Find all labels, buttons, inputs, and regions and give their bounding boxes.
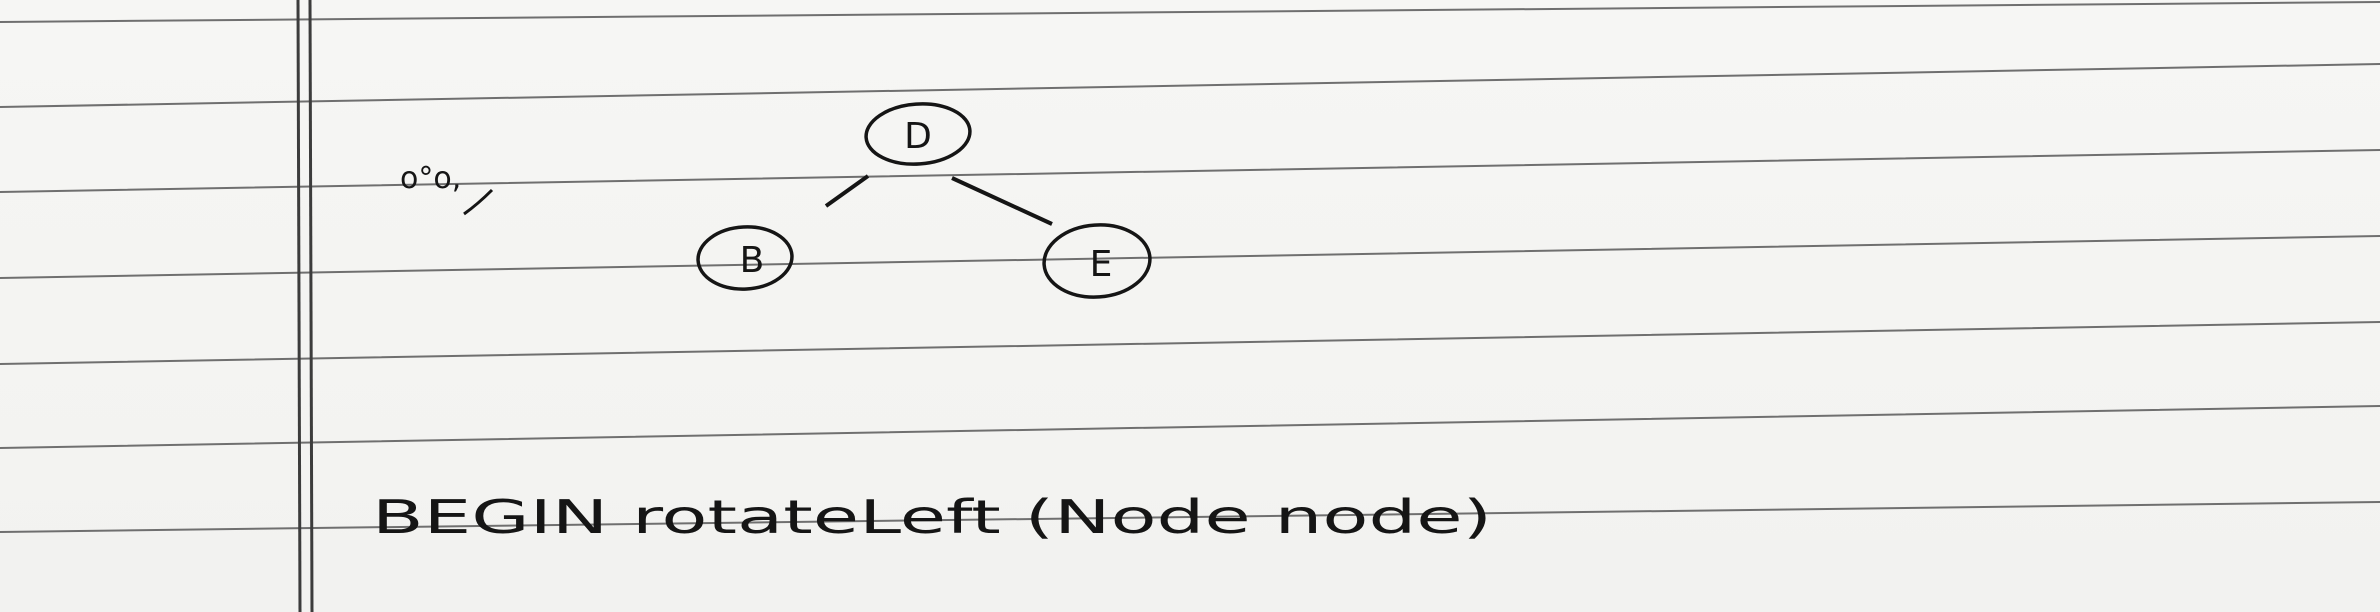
ruled-line (0, 501, 2380, 533)
ruled-line (0, 235, 2380, 279)
margin-note-stroke (463, 188, 494, 216)
tree-node-root: D (864, 102, 972, 166)
margin-line (296, 0, 302, 612)
margin-lines (296, 0, 314, 612)
ruled-line (0, 149, 2380, 193)
code-line: BEGIN rotateLeft (Node node) (372, 490, 1492, 544)
ruled-line (0, 63, 2380, 108)
edge-root-left (824, 174, 870, 208)
ruled-line (0, 321, 2380, 365)
margin-line (308, 0, 314, 612)
ruled-lines (0, 1, 2380, 533)
ruled-line (0, 405, 2380, 449)
edge-root-right (951, 176, 1053, 226)
tree-diagram: D B E (696, 102, 1152, 299)
code-line-group: BEGIN rotateLeft (Node node) (372, 490, 1492, 544)
margin-note-text: o°o, (400, 161, 461, 196)
node-circle (864, 102, 972, 166)
ruled-line (0, 1, 2380, 23)
tree-node-left: B (696, 225, 794, 291)
node-circle (1042, 223, 1152, 299)
tree-node-right: E (1042, 223, 1152, 299)
node-circle (696, 225, 794, 291)
node-label: B (740, 240, 765, 281)
node-label: D (904, 116, 932, 157)
node-label: E (1090, 244, 1113, 285)
margin-note: o°o, (400, 161, 494, 216)
